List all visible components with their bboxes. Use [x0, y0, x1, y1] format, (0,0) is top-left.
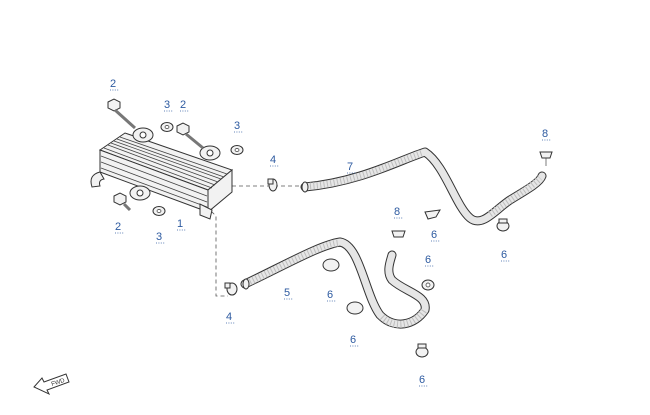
- callout-radiator[interactable]: 1: [177, 218, 183, 230]
- washer-right[interactable]: [230, 145, 244, 155]
- callout-clip-right[interactable]: 8: [542, 128, 548, 140]
- bolt-top[interactable]: [107, 98, 137, 130]
- callout-bolt-bottom[interactable]: 2: [115, 221, 121, 233]
- hose-upper[interactable]: [300, 147, 547, 226]
- callout-grommet-bottom[interactable]: 6: [419, 374, 425, 386]
- hose-lower[interactable]: [240, 237, 430, 329]
- forward-direction-arrow: FWD: [33, 373, 70, 396]
- callout-grommet-mid[interactable]: 6: [431, 229, 437, 241]
- callout-grommet-lower-right[interactable]: 6: [425, 254, 431, 266]
- callout-grommet-left[interactable]: 6: [327, 289, 333, 301]
- callout-washer-top[interactable]: 3: [164, 99, 170, 111]
- callout-washer-right[interactable]: 3: [234, 120, 240, 132]
- inlet-fitting: [90, 171, 105, 188]
- fwd-label: FWD: [51, 378, 66, 388]
- cooler-fins: [100, 136, 228, 208]
- callout-hose-lower[interactable]: 5: [284, 287, 290, 299]
- callout-grommet-right[interactable]: 6: [501, 249, 507, 261]
- bolt-top-right[interactable]: [176, 122, 204, 150]
- grommet-left[interactable]: [322, 258, 340, 272]
- callout-bolt-top[interactable]: 2: [110, 78, 116, 90]
- callout-clip-mid[interactable]: 8: [394, 206, 400, 218]
- callout-washer-bottom[interactable]: 3: [156, 231, 162, 243]
- callouts: 1 2 2 2 3 3 3 4 4 5 7 6 6 6 6 6 6 8: [110, 78, 551, 387]
- grommet-mid[interactable]: [424, 209, 441, 220]
- bolt-bottom[interactable]: [113, 192, 132, 212]
- callout-bolt-top-right[interactable]: 2: [180, 99, 186, 111]
- clamp-upper[interactable]: [267, 178, 278, 192]
- callout-hose-upper[interactable]: 7: [347, 161, 353, 173]
- oil-cooler[interactable]: [90, 127, 234, 220]
- outlet-fitting: [199, 203, 213, 220]
- callout-clamp-upper[interactable]: 4: [270, 154, 276, 166]
- washer-bottom[interactable]: [152, 206, 166, 216]
- grommet-left-low[interactable]: [346, 301, 364, 315]
- washer-top[interactable]: [160, 122, 174, 132]
- clamp-lower[interactable]: [224, 282, 238, 296]
- grommet-lower-right[interactable]: [421, 279, 435, 291]
- callout-grommet-left-low[interactable]: 6: [350, 334, 356, 346]
- grommet-bottom[interactable]: [415, 343, 429, 358]
- grommet-right[interactable]: [496, 218, 510, 232]
- clip-mid[interactable]: [391, 230, 406, 238]
- clip-right[interactable]: [539, 151, 553, 166]
- callout-clamp-lower[interactable]: 4: [226, 311, 232, 323]
- routing-dash-line: [209, 205, 228, 297]
